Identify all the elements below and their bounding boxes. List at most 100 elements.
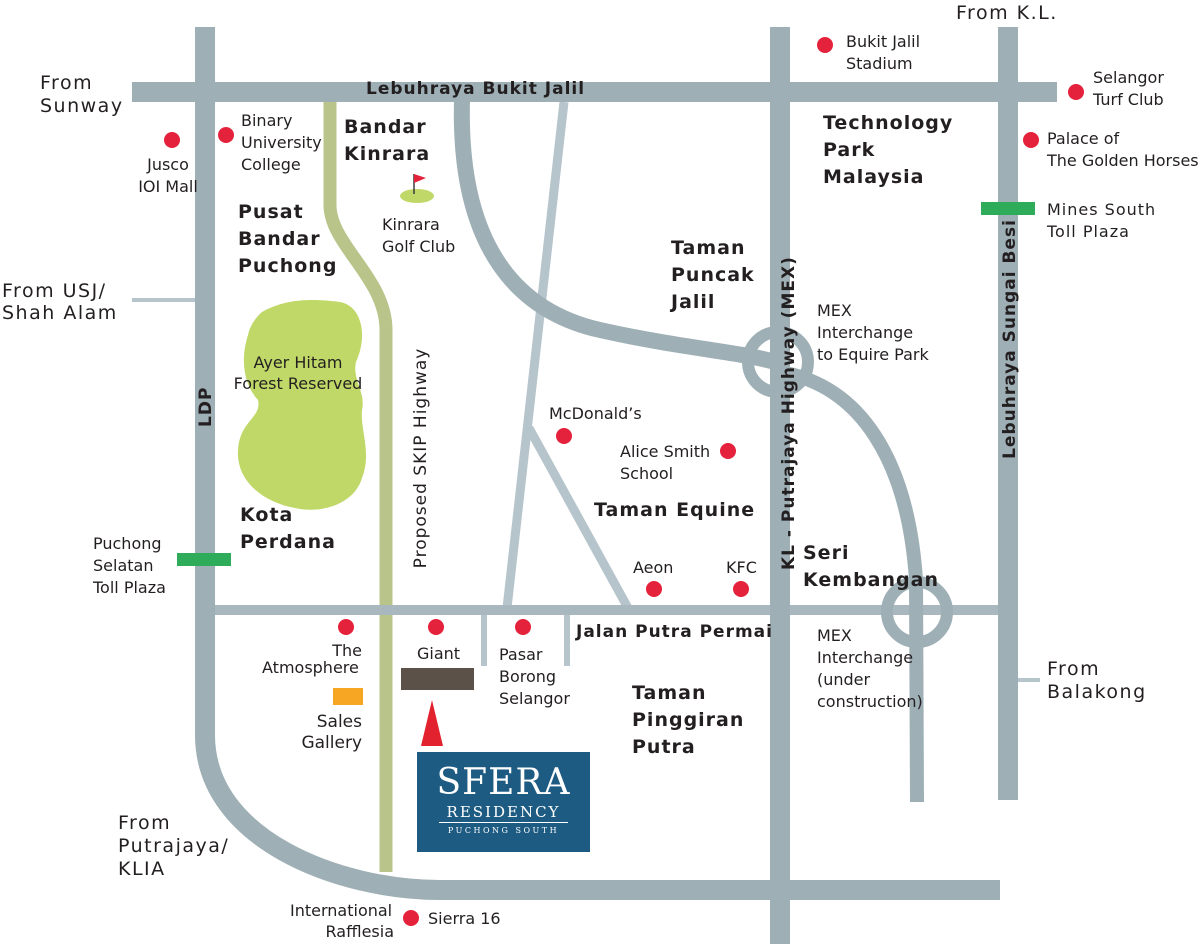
area-seri-kembangan-1: Seri xyxy=(803,542,850,564)
area-bandar-kinrara-2: Kinrara xyxy=(344,143,431,165)
label-mex-construction-2: Interchange xyxy=(817,648,914,667)
golf-flag-icon xyxy=(414,174,426,183)
from-sunway-label-2: Sunway xyxy=(40,95,124,117)
from-putrajaya-label-2: Putrajaya/ xyxy=(118,835,230,857)
label-pasar-2: Borong xyxy=(499,667,557,686)
poi-palace-icon xyxy=(1023,132,1039,148)
label-puchong-toll-3: Toll Plaza xyxy=(93,578,166,597)
label-sales-gallery-2: Gallery xyxy=(301,733,362,753)
giant-building xyxy=(401,668,474,690)
poi-mcdonalds-icon xyxy=(556,428,572,444)
road-label-mex: KL - Putrajaya Highway (MEX) xyxy=(779,256,799,570)
area-technology-park-3: Malaysia xyxy=(823,166,925,188)
label-mex-construction-1: MEX xyxy=(817,626,852,645)
area-pusat-puchong-1: Pusat xyxy=(238,201,304,223)
label-ayer-hitam-2: Forest Reserved xyxy=(233,374,363,393)
label-kinrara-golf-1: Kinrara xyxy=(382,215,440,234)
road-equine-diagonal xyxy=(525,425,632,611)
label-international-2: Rafflesia xyxy=(325,922,394,941)
area-taman-puncak-3: Jalil xyxy=(671,291,716,313)
area-technology-park-1: Technology xyxy=(823,112,954,134)
label-mcdonalds: McDonald’s xyxy=(549,404,642,423)
from-sunway-label-1: From xyxy=(40,72,94,94)
sfera-location: PUCHONG SOUTH xyxy=(447,826,560,835)
lebuhraya-bukit-jalil xyxy=(132,82,1057,102)
ayer-hitam-forest xyxy=(237,300,367,510)
area-taman-equine: Taman Equine xyxy=(594,499,756,521)
label-pasar-3: Selangor xyxy=(499,689,570,708)
golf-green xyxy=(400,189,434,203)
area-taman-pinggiran-3: Putra xyxy=(632,736,696,758)
label-mex-equine-2: Interchange xyxy=(817,323,914,342)
area-taman-puncak-2: Puncak xyxy=(671,264,755,286)
label-mex-equine-1: MEX xyxy=(817,301,852,320)
from-balakong-label-2: Balakong xyxy=(1047,681,1147,703)
label-giant: Giant xyxy=(417,644,461,663)
label-binary-3: College xyxy=(241,155,301,174)
curve-mex-interchange xyxy=(778,365,924,803)
label-mines-toll-2: Toll Plaza xyxy=(1047,222,1130,241)
label-puchong-toll-2: Selatan xyxy=(93,556,154,575)
area-pusat-puchong-2: Bandar xyxy=(238,228,321,250)
sfera-divider xyxy=(439,822,568,823)
lebuhraya-sungai-besi xyxy=(998,27,1018,800)
poi-selangor-turf-icon xyxy=(1068,84,1084,100)
label-puchong-toll-1: Puchong xyxy=(93,534,162,553)
road-label-skip: Proposed SKIP Highway xyxy=(411,347,431,569)
area-pusat-puchong-3: Puchong xyxy=(238,255,338,277)
label-ayer-hitam-1: Ayer Hitam xyxy=(253,353,343,372)
from-usj-label-2: Shah Alam xyxy=(2,302,118,324)
sfera-residency-logo: SFERA RESIDENCY PUCHONG SOUTH xyxy=(417,752,590,852)
label-jusco-1: Jusco xyxy=(147,155,189,174)
poi-jusco-icon xyxy=(164,132,180,148)
label-atmosphere-1: The xyxy=(332,641,362,660)
area-taman-puncak-1: Taman xyxy=(671,237,746,259)
label-atmosphere-2: Atmosphere xyxy=(262,658,359,677)
from-usj-label-1: From USJ/ xyxy=(2,280,107,302)
area-bandar-kinrara-1: Bandar xyxy=(344,116,427,138)
label-palace-1: Palace of xyxy=(1047,129,1120,148)
poi-giant-icon xyxy=(428,619,444,635)
poi-atmosphere-icon xyxy=(338,619,354,635)
area-taman-pinggiran-1: Taman xyxy=(632,682,707,704)
mex-interchange-ring-south xyxy=(881,576,953,648)
road-label-sungai-besi: Lebuhraya Sungai Besi xyxy=(1000,219,1020,459)
sfera-sub: RESIDENCY xyxy=(446,803,561,821)
area-seri-kembangan-2: Kembangan xyxy=(803,569,939,591)
label-sales-gallery-1: Sales xyxy=(316,712,362,732)
mex-highway xyxy=(770,27,790,944)
label-binary-1: Binary xyxy=(241,111,293,130)
label-kinrara-golf-2: Golf Club xyxy=(382,237,456,256)
poi-bukit-jalil-stadium-icon xyxy=(817,37,833,53)
road-label-bukit-jalil: Lebuhraya Bukit Jalil xyxy=(366,79,586,99)
area-kota-perdana-2: Perdana xyxy=(240,531,336,553)
mex-interchange-ring xyxy=(742,326,814,398)
ldp-road xyxy=(195,27,1000,900)
label-mex-construction-4: construction) xyxy=(817,692,923,711)
road-center-diagonal xyxy=(502,101,569,609)
label-selangor-turf-1: Selangor xyxy=(1093,68,1164,87)
label-alice-smith-2: School xyxy=(620,464,674,483)
label-kfc: KFC xyxy=(726,558,757,577)
label-palace-2: The Golden Horses xyxy=(1047,151,1199,170)
area-technology-park-2: Park xyxy=(823,139,876,161)
label-international-1: International xyxy=(290,901,393,920)
road-label-putra-permai: Jalan Putra Permai xyxy=(576,622,773,642)
label-binary-2: University xyxy=(241,133,322,152)
label-aeon: Aeon xyxy=(633,558,674,577)
poi-sierra-icon xyxy=(403,910,419,926)
road-label-ldp: LDP xyxy=(196,386,216,427)
poi-pasar-icon xyxy=(515,619,531,635)
label-bukit-jalil-stadium-2: Stadium xyxy=(846,54,913,73)
poi-alice-smith-icon xyxy=(720,443,736,459)
sales-gallery-marker xyxy=(333,688,363,705)
label-mex-equine-3: to Equire Park xyxy=(817,345,929,364)
curve-bukit-jalil-mex xyxy=(453,99,778,370)
area-kota-perdana-1: Kota xyxy=(240,504,294,526)
label-mines-toll-1: Mines South xyxy=(1047,200,1157,219)
poi-kfc-icon xyxy=(733,581,749,597)
label-sierra: Sierra 16 xyxy=(428,909,501,928)
mines-south-toll-icon xyxy=(981,202,1035,215)
from-balakong-label-1: From xyxy=(1047,658,1101,680)
